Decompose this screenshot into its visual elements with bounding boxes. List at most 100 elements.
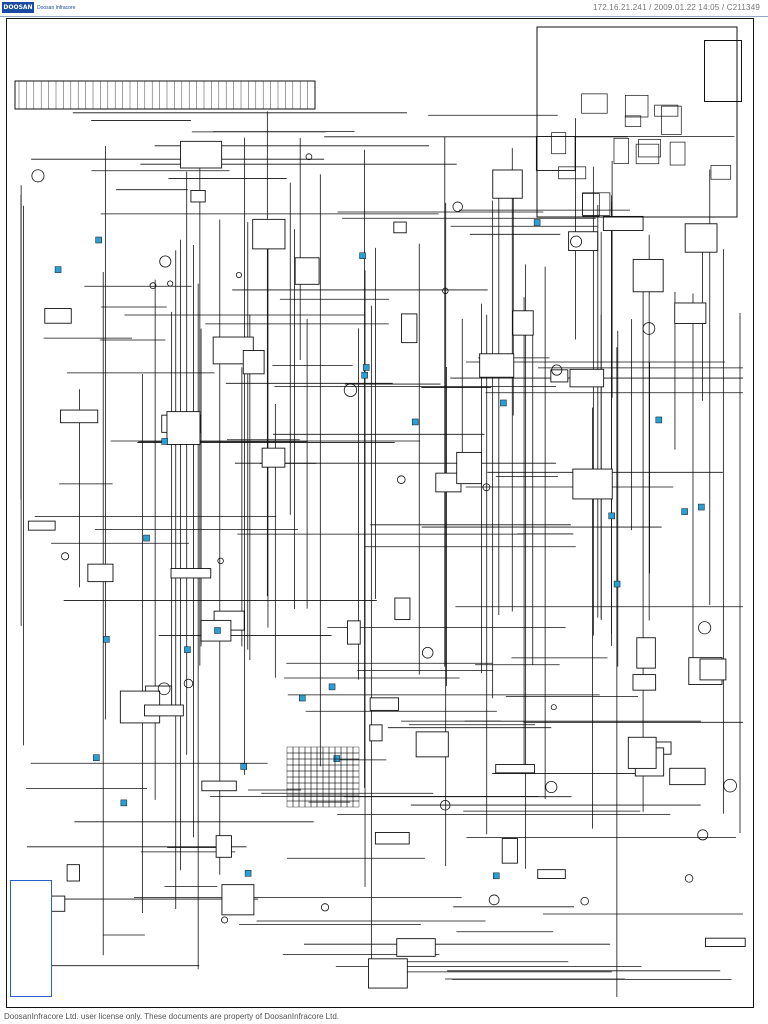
connector-view (669, 141, 686, 166)
sensor-symbol (343, 383, 358, 397)
component-box (180, 140, 223, 169)
matrix-cell (304, 752, 312, 760)
sensor-symbol (235, 271, 242, 279)
matrix-cell (322, 764, 330, 772)
relay-highlight (698, 503, 705, 511)
component-box (684, 223, 718, 253)
matrix-cell (298, 764, 306, 772)
matrix-cell (298, 752, 306, 760)
matrix-cell (340, 776, 348, 784)
matrix-cell (286, 794, 294, 802)
relay-highlight (120, 799, 128, 807)
page-header: DOOSAN Doosan Infracore 172.16.21.241 / … (0, 0, 768, 17)
relay-highlight (359, 252, 366, 259)
sensor-symbol (183, 678, 194, 689)
sensor-symbol (482, 483, 491, 492)
matrix-cell (322, 776, 330, 784)
matrix-cell (328, 794, 336, 802)
sensor-symbol (580, 897, 589, 906)
matrix-cell (322, 782, 330, 790)
matrix-cell (334, 794, 342, 802)
sensor-symbol (570, 235, 582, 248)
component-box (456, 451, 483, 485)
matrix-cell (304, 782, 312, 790)
matrix-cell (292, 764, 300, 772)
matrix-cell (292, 752, 300, 760)
matrix-cell (346, 794, 354, 802)
sensor-symbol (442, 287, 449, 295)
component-box (261, 447, 286, 468)
relay-highlight (244, 870, 252, 877)
sensor-symbol (723, 778, 737, 793)
connector-view (582, 192, 611, 216)
component-box (87, 563, 114, 583)
sensor-symbol (684, 874, 694, 883)
matrix-cell (340, 770, 348, 778)
sensor-symbol (149, 282, 157, 290)
matrix-cell (310, 776, 318, 784)
matrix-cell (340, 752, 348, 760)
relay-highlight (328, 683, 336, 691)
component-box (495, 764, 535, 774)
component-box (415, 731, 449, 758)
matrix-cell (334, 776, 342, 784)
matrix-cell (340, 764, 348, 772)
sensor-symbol (167, 280, 174, 287)
relay-highlight (608, 512, 615, 520)
sensor-symbol (305, 153, 313, 161)
matrix-cell (298, 746, 306, 754)
component-box (699, 658, 727, 681)
component-box (294, 257, 320, 285)
matrix-cell (304, 776, 312, 784)
component-box (221, 884, 255, 916)
matrix-cell (328, 788, 336, 796)
matrix-cell (304, 764, 312, 772)
relay-highlight (161, 438, 168, 445)
connector-view (581, 93, 608, 114)
connector-view (710, 165, 732, 180)
matrix-cell (304, 746, 312, 754)
matrix-cell (322, 770, 330, 778)
sensor-symbol (421, 646, 434, 659)
sensor-symbol (61, 552, 70, 561)
matrix-cell (352, 776, 360, 784)
component-box (636, 637, 656, 669)
matrix-cell (310, 788, 318, 796)
sensor-symbol (320, 903, 330, 912)
matrix-cell (346, 764, 354, 772)
relay-highlight (299, 694, 306, 702)
schematic-sheet (6, 18, 754, 1008)
matrix-cell (352, 752, 360, 760)
matrix-cell (310, 746, 318, 754)
component-box (374, 832, 410, 845)
component-box (50, 895, 66, 912)
matrix-cell (352, 764, 360, 772)
sensor-symbol (397, 475, 406, 484)
matrix-cell (286, 746, 294, 754)
matrix-cell (352, 788, 360, 796)
component-box (27, 520, 56, 531)
sensor-symbol (157, 682, 171, 696)
matrix-cell (352, 746, 360, 754)
component-box (60, 409, 99, 424)
matrix-cell (346, 770, 354, 778)
matrix-cell (352, 770, 360, 778)
sensor-symbol (31, 169, 45, 183)
matrix-cell (322, 794, 330, 802)
title-block (10, 880, 52, 997)
component-box (568, 231, 599, 252)
connector-view (551, 132, 567, 155)
matrix-cell (310, 770, 318, 778)
component-box (215, 835, 232, 858)
matrix-cell (316, 788, 324, 796)
matrix-cell (346, 752, 354, 760)
matrix-cell (352, 794, 360, 802)
sensor-symbol (440, 799, 451, 811)
connector-view (582, 193, 600, 217)
matrix-cell (352, 782, 360, 790)
component-box (394, 597, 411, 621)
relay-highlight (54, 266, 62, 273)
matrix-cell (286, 776, 294, 784)
component-box (347, 620, 361, 645)
sensor-symbol (488, 894, 500, 906)
